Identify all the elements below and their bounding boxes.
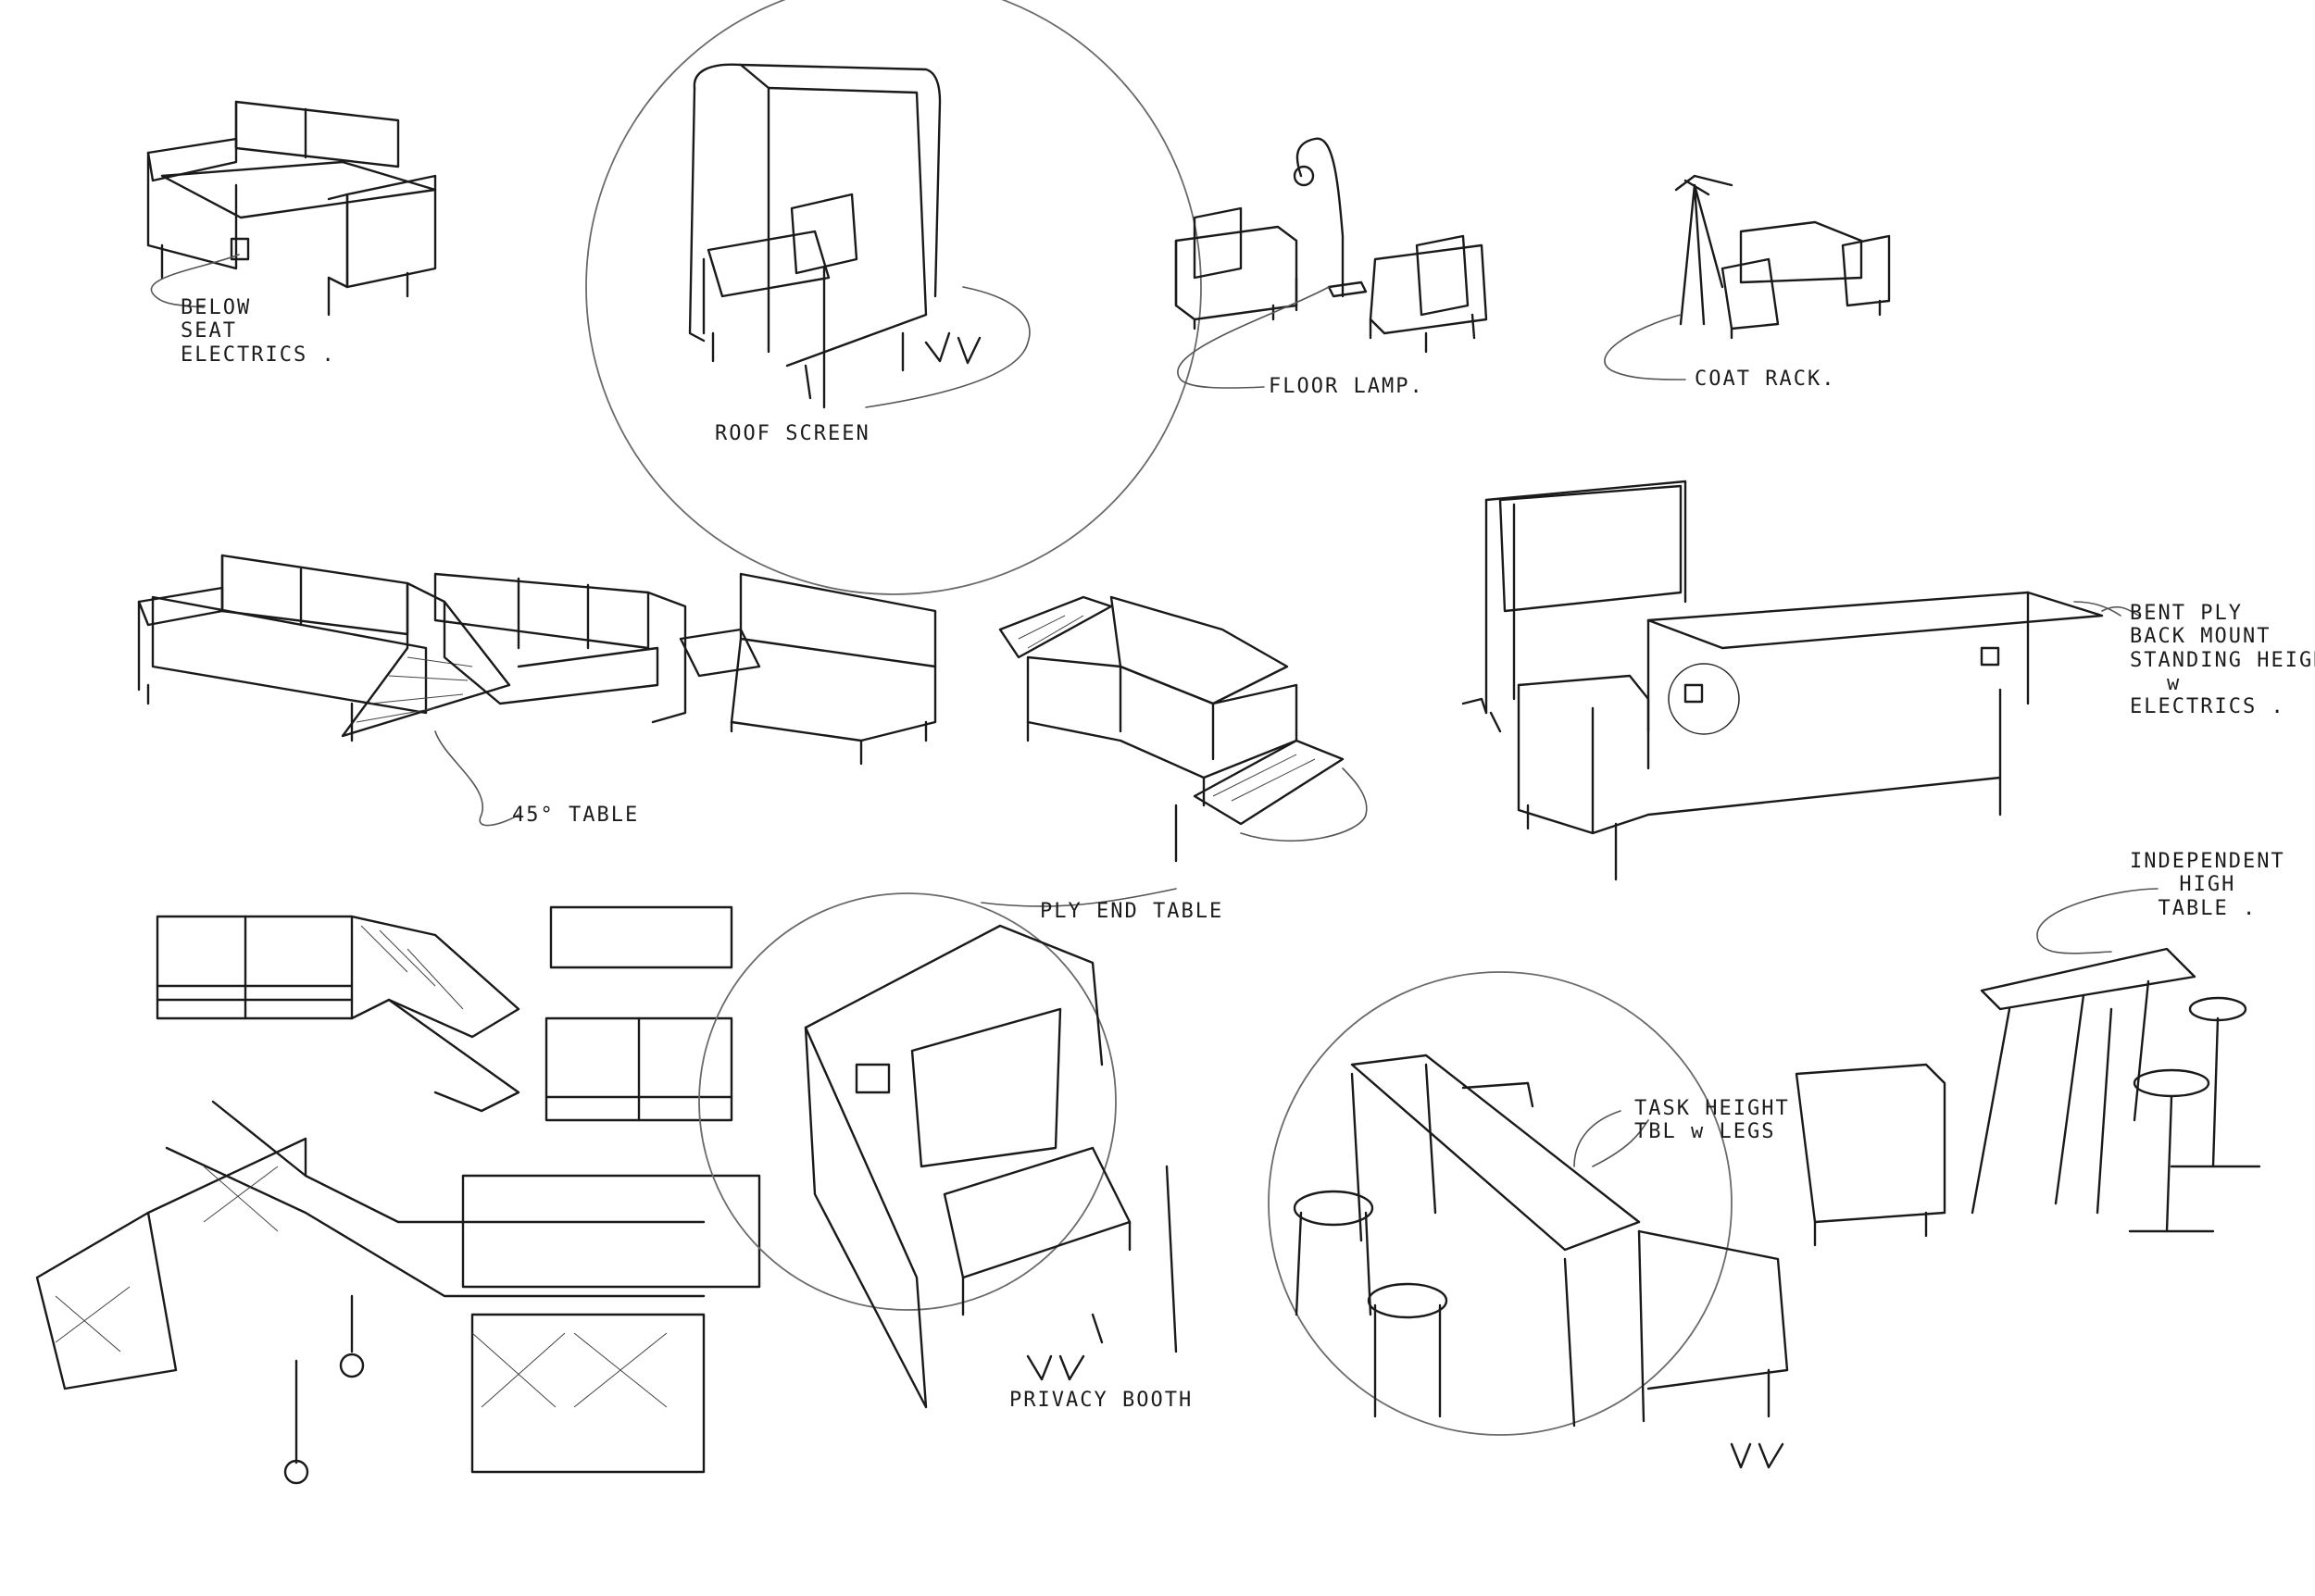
stair-structure-detail-sketch: [35, 1100, 761, 1485]
annotation-ply-end-table: PLY END TABLE: [1040, 900, 1224, 923]
annotation-line: TASK HEIGHT: [1634, 1097, 1790, 1120]
task-height-table-sketch: [1268, 971, 1789, 1469]
annotation-45-table: 45° TABLE: [512, 804, 640, 827]
annotation-bent-ply-back-mount: BENT PLY BACK MOUNT STANDING HEIGHT w EL…: [2130, 602, 2315, 718]
annotation-privacy-booth: PRIVACY BOOTH: [1009, 1389, 1194, 1412]
annotation-leaders: [981, 601, 2121, 1167]
standing-height-back-mount-sketch: [1461, 480, 2140, 881]
sofa-sketch-below-seat-electrics: [146, 100, 437, 317]
privacy-booth-sketch: [698, 892, 1178, 1409]
ply-end-table-sofa-sketch: [998, 595, 1368, 863]
annotation-line: HIGH: [2179, 873, 2236, 897]
annotation-line: ELECTRICS .: [2130, 695, 2285, 719]
annotation-line: ELECTRICS .: [181, 343, 336, 367]
annotation-line: BACK MOUNT: [2130, 625, 2271, 649]
roof-screen-booth-sketch: [585, 0, 1202, 595]
annotation-line: TABLE .: [2158, 896, 2258, 920]
annotation-line: w: [2167, 671, 2182, 695]
annotation-line: INDEPENDENT: [2130, 850, 2285, 873]
plan-view-layout-sketch: [156, 905, 733, 1122]
annotation-task-height-table: TASK HEIGHT TBL w LEGS: [1634, 1097, 1790, 1144]
independent-high-table-sketch: [1795, 888, 2261, 1247]
modular-sofa-45-table-sketch: [137, 554, 937, 827]
annotation-independent-high-table: INDEPENDENT HIGH TABLE .: [2130, 850, 2285, 920]
annotation-line: SEAT: [181, 319, 237, 343]
annotation-line: TBL w LEGS: [1634, 1120, 1776, 1144]
annotation-line: BELOW: [181, 296, 252, 319]
annotation-floor-lamp: FLOOR LAMP.: [1269, 375, 1424, 398]
annotation-line: STANDING HEIGHT: [2130, 648, 2315, 672]
lounge-chairs-floor-lamp-sketch: [1174, 137, 1488, 389]
sofa-coat-rack-sketch: [1604, 174, 1891, 380]
annotation-line: BENT PLY: [2130, 602, 2243, 625]
annotation-below-seat-electrics: BELOW SEAT ELECTRICS .: [181, 296, 336, 367]
annotation-coat-rack: COAT RACK.: [1695, 368, 1836, 391]
annotation-roof-screen: ROOF SCREEN: [715, 422, 870, 445]
